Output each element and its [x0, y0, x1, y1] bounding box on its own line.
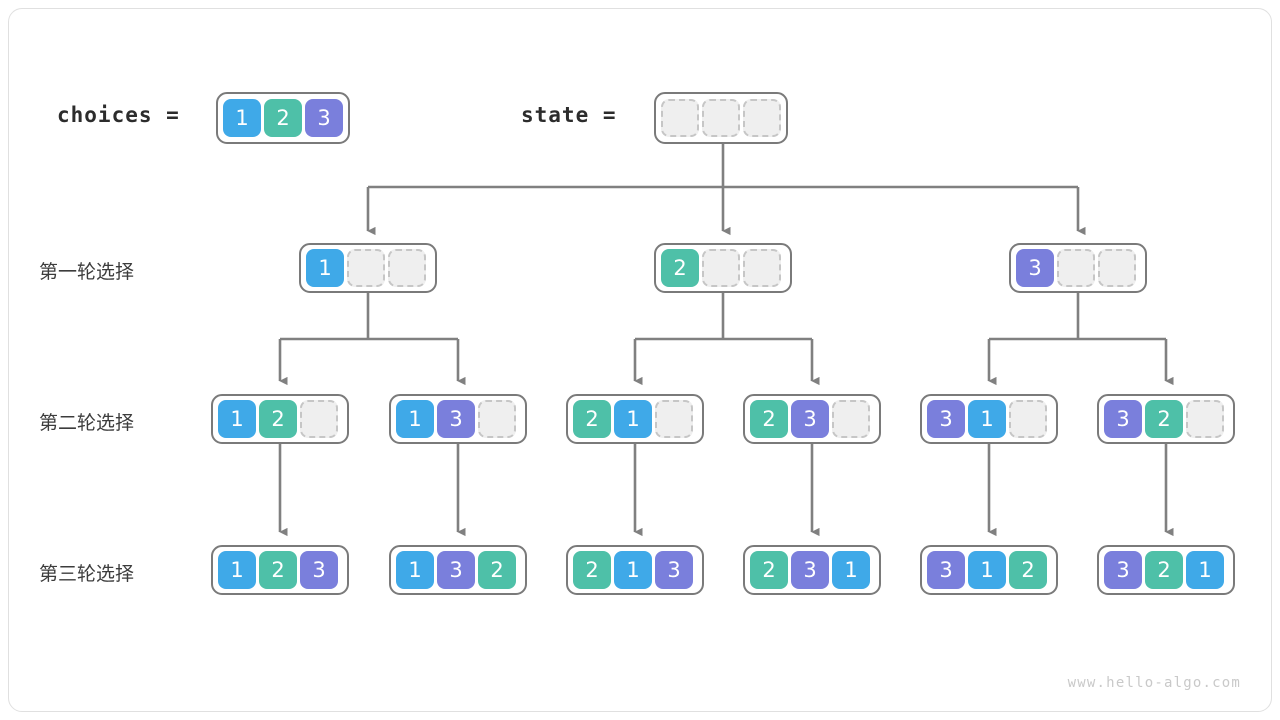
array-cell-filled: 1	[614, 551, 652, 589]
state-node-level-1: 2	[654, 243, 792, 293]
array-cell-filled: 2	[259, 400, 297, 438]
state-label: state =	[521, 103, 617, 127]
array-cell-filled: 2	[661, 249, 699, 287]
state-node-level-1: 1	[299, 243, 437, 293]
array-cell-filled: 1	[396, 551, 434, 589]
array-cell-empty	[478, 400, 516, 438]
choices-label: choices =	[57, 103, 180, 127]
array-cell-empty	[1098, 249, 1136, 287]
array-cell-filled: 3	[791, 400, 829, 438]
array-cell-empty	[1186, 400, 1224, 438]
array-cell-filled: 3	[927, 551, 965, 589]
array-cell-filled: 1	[223, 99, 261, 137]
array-cell-filled: 1	[218, 400, 256, 438]
array-cell-empty	[388, 249, 426, 287]
array-cell-filled: 2	[573, 400, 611, 438]
array-cell-empty	[702, 99, 740, 137]
row-label-round-2: 第二轮选择	[39, 412, 135, 434]
array-cell-filled: 1	[396, 400, 434, 438]
array-cell-filled: 3	[791, 551, 829, 589]
state-node-level-1: 3	[1009, 243, 1147, 293]
array-cell-filled: 3	[437, 551, 475, 589]
watermark: www.hello-algo.com	[1067, 675, 1241, 691]
row-label-round-1: 第一轮选择	[39, 261, 135, 283]
array-cell-empty	[1009, 400, 1047, 438]
array-cell-filled: 1	[968, 551, 1006, 589]
array-cell-filled: 3	[437, 400, 475, 438]
array-cell-filled: 1	[218, 551, 256, 589]
row-label-round-3: 第三轮选择	[39, 563, 135, 585]
array-cell-empty	[743, 249, 781, 287]
array-cell-filled: 3	[655, 551, 693, 589]
array-cell-empty	[655, 400, 693, 438]
array-cell-empty	[300, 400, 338, 438]
array-cell-filled: 2	[478, 551, 516, 589]
tree-edges	[278, 137, 1174, 537]
array-cell-empty	[702, 249, 740, 287]
array-cell-filled: 3	[1016, 249, 1054, 287]
array-cell-filled: 2	[750, 551, 788, 589]
array-cell-empty	[743, 99, 781, 137]
array-cell-filled: 3	[300, 551, 338, 589]
array-cell-filled: 1	[1186, 551, 1224, 589]
array-cell-filled: 2	[264, 99, 302, 137]
array-cell-filled: 2	[1009, 551, 1047, 589]
array-cell-filled: 1	[968, 400, 1006, 438]
state-array	[654, 92, 788, 144]
array-cell-filled: 2	[1145, 400, 1183, 438]
array-cell-empty	[832, 400, 870, 438]
array-cell-empty	[1057, 249, 1095, 287]
array-cell-filled: 3	[927, 400, 965, 438]
array-cell-filled: 3	[305, 99, 343, 137]
array-cell-filled: 3	[1104, 551, 1142, 589]
array-cell-filled: 2	[1145, 551, 1183, 589]
array-cell-filled: 1	[614, 400, 652, 438]
array-cell-filled: 2	[573, 551, 611, 589]
array-cell-filled: 2	[750, 400, 788, 438]
array-cell-filled: 3	[1104, 400, 1142, 438]
array-cell-empty	[661, 99, 699, 137]
array-cell-filled: 1	[832, 551, 870, 589]
array-cell-filled: 1	[306, 249, 344, 287]
array-cell-filled: 2	[259, 551, 297, 589]
array-cell-empty	[347, 249, 385, 287]
